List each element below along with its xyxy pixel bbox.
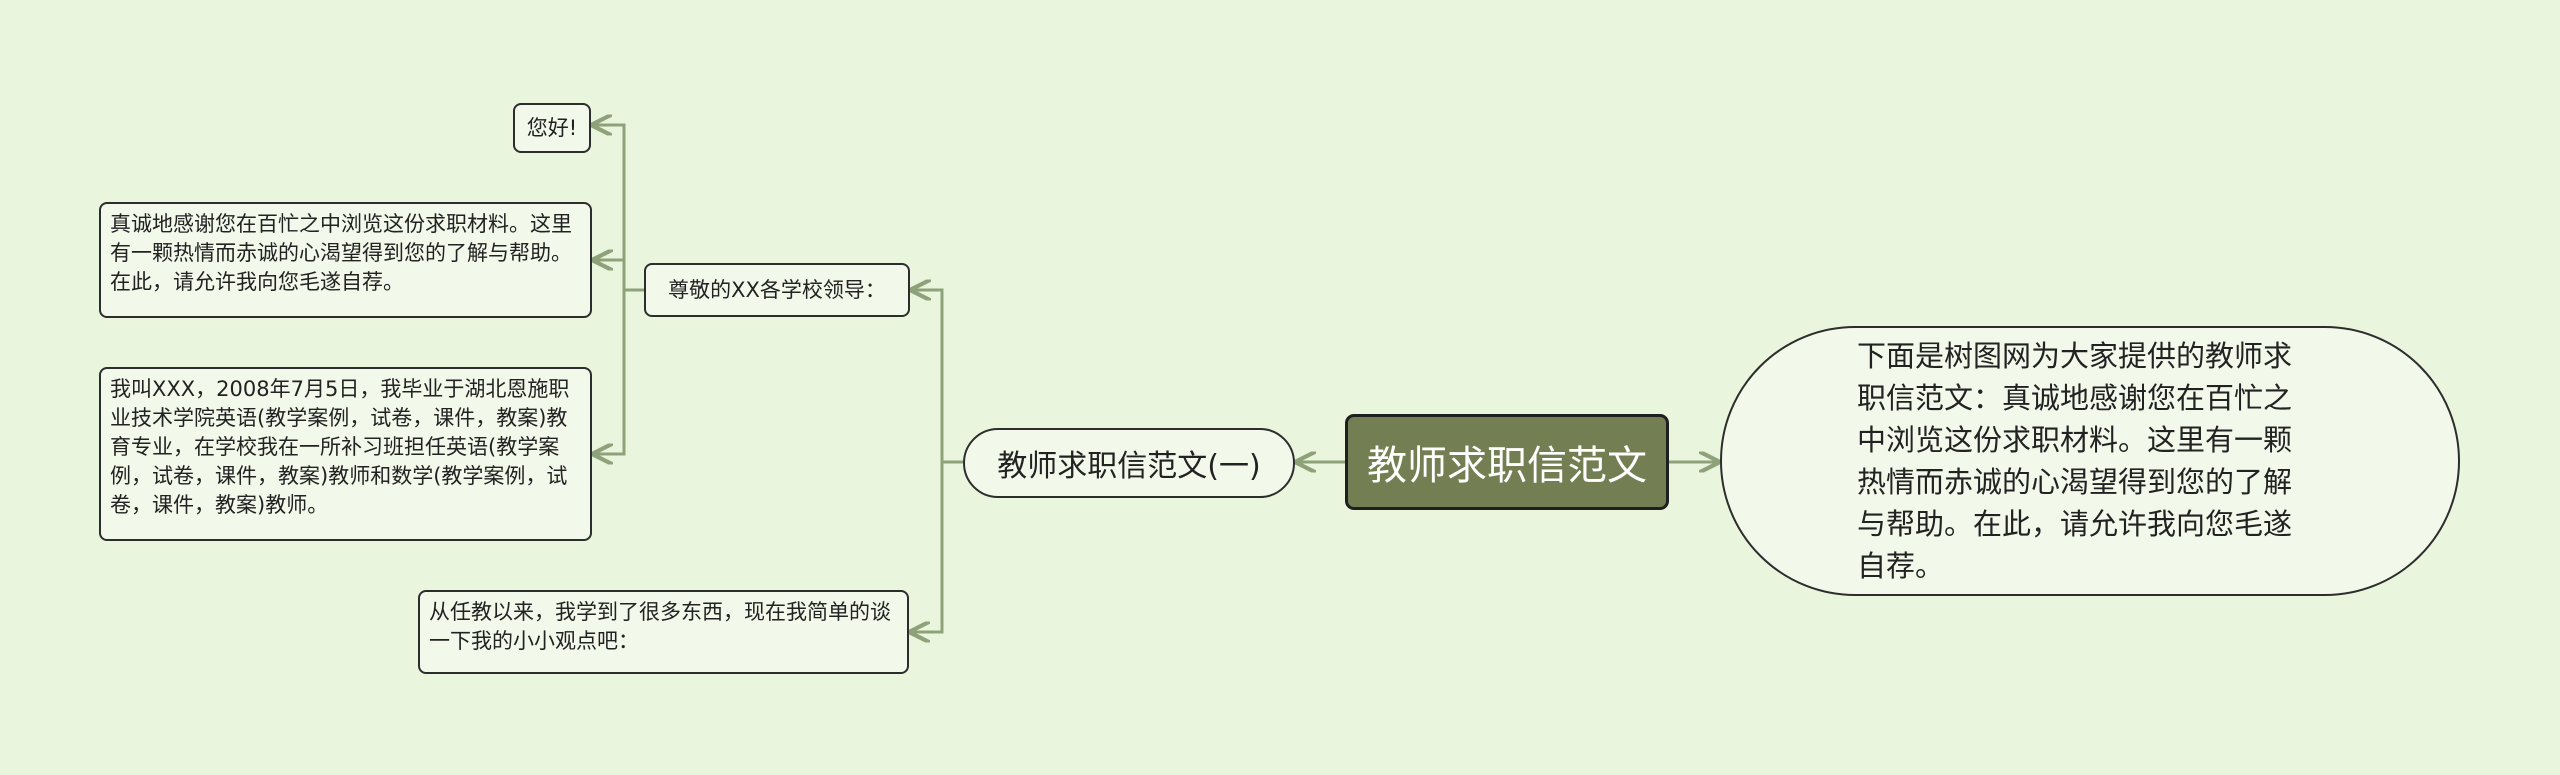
connector-left-branch-trunk — [912, 290, 963, 464]
self-intro-node[interactable]: 我叫XXX，2008年7月5日，我毕业于湖北恩施职业技术学院英语(教学案例，试卷… — [99, 367, 592, 541]
letter-one-branch-node[interactable]: 教师求职信范文(一) — [963, 428, 1295, 498]
lessons-node[interactable]: 从任教以来，我学到了很多东西，现在我简单的谈一下我的小小观点吧： — [418, 590, 909, 674]
root-node-label: 教师求职信范文 — [1367, 443, 1647, 489]
connector-leader-to-intro — [594, 290, 626, 454]
self-intro-text: 我叫XXX，2008年7月5日，我毕业于湖北恩施职业技术学院英语(教学案例，试卷… — [110, 377, 570, 517]
thanks-node[interactable]: 真诚地感谢您在百忙之中浏览这份求职材料。这里有一颗热情而赤诚的心渴望得到您的了解… — [99, 202, 592, 318]
hello-node[interactable]: 您好! — [513, 103, 591, 153]
greeting-leader-text: 尊敬的XX各学校领导： — [668, 277, 886, 302]
connector-leader-to-hello — [593, 125, 644, 292]
greeting-leader-node[interactable]: 尊敬的XX各学校领导： — [644, 263, 910, 317]
summary-branch-text: 下面是树图网为大家提供的教师求职信范文：真诚地感谢您在百忙之中浏览这份求职材料。… — [1857, 339, 2293, 583]
root-node[interactable]: 教师求职信范文 — [1345, 414, 1669, 510]
letter-one-branch-label: 教师求职信范文(一) — [997, 449, 1261, 484]
connector-left-branch-to-lessons — [911, 462, 944, 632]
hello-text: 您好! — [526, 115, 578, 140]
summary-branch-node[interactable]: 下面是树图网为大家提供的教师求职信范文：真诚地感谢您在百忙之中浏览这份求职材料。… — [1720, 326, 2460, 596]
lessons-text: 从任教以来，我学到了很多东西，现在我简单的谈一下我的小小观点吧： — [429, 600, 891, 653]
thanks-text: 真诚地感谢您在百忙之中浏览这份求职材料。这里有一颗热情而赤诚的心渴望得到您的了解… — [110, 212, 572, 294]
